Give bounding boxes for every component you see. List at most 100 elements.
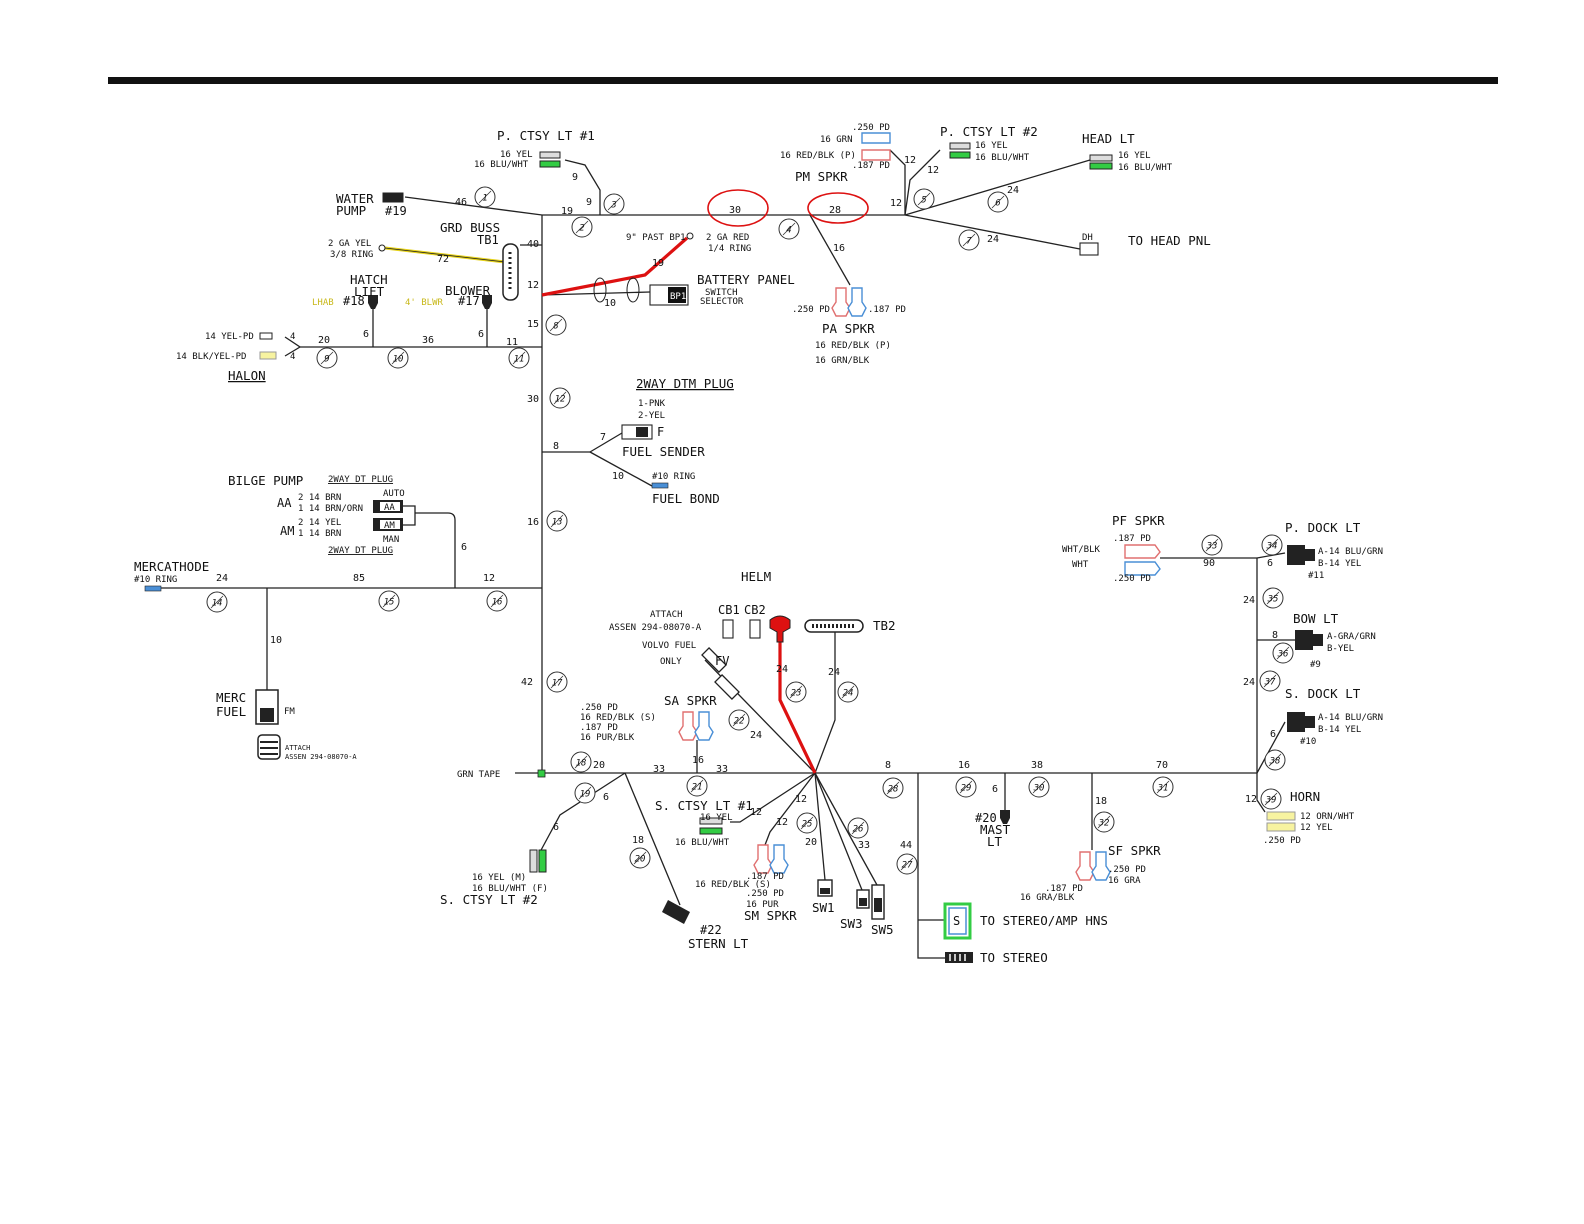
pa-spkr-terminal-blue-icon bbox=[847, 287, 867, 317]
stereo-amp-label: TO STEREO/AMP HNS bbox=[980, 913, 1108, 928]
bundle-tag: 2 bbox=[571, 216, 593, 238]
bundle-tag: 1 bbox=[474, 186, 496, 208]
pa-spkr-pd2: .187 PD bbox=[868, 305, 906, 315]
blower-title: BLOWER bbox=[445, 283, 491, 298]
bundle-tag-slash bbox=[841, 685, 855, 699]
sw3-label: SW3 bbox=[840, 916, 863, 931]
annotation-circle-28 bbox=[807, 192, 869, 224]
s-dock-lt-wire2: B-14 YEL bbox=[1318, 725, 1361, 735]
pm-spkr-terminal-blue-icon bbox=[861, 132, 891, 144]
seg-len: 24 bbox=[987, 234, 999, 245]
seg-len: 6 bbox=[461, 542, 467, 553]
seg-len: 12 bbox=[483, 573, 495, 584]
bundle-tag-slash bbox=[782, 222, 796, 236]
p-ctsy-lt-1-title: P. CTSY LT #1 bbox=[497, 128, 595, 143]
s-ctsy-lt-1-wire2: 16 BLU/WHT bbox=[675, 838, 730, 848]
wire-helm-sw5 bbox=[814, 772, 878, 886]
wire-helm-sw1 bbox=[814, 772, 826, 881]
bundle-tag-label: 19 bbox=[580, 790, 591, 800]
bilge-aa-w2: 1 14 BRN/ORN bbox=[298, 504, 363, 514]
p-dock-lt-title: P. DOCK LT bbox=[1285, 520, 1361, 535]
bundle-tag: 17 bbox=[546, 671, 568, 693]
bundle-tag-label: 22 bbox=[734, 717, 745, 727]
bilge-am-w1: 2 14 YEL bbox=[298, 518, 341, 528]
bundle-tag: 15 bbox=[378, 590, 400, 612]
helm-only: ONLY bbox=[660, 657, 682, 667]
bundle-tag-label: 3 bbox=[610, 201, 616, 211]
bundle-tag-label: 20 bbox=[635, 855, 646, 865]
p-dock-lt-connector-icon bbox=[1287, 545, 1315, 565]
p-ctsy-lt-2-title: P. CTSY LT #2 bbox=[940, 124, 1038, 139]
fv-connector-icon bbox=[701, 647, 727, 673]
bundle-tag: 22 bbox=[728, 709, 750, 731]
p-dock-lt-num: #11 bbox=[1308, 571, 1324, 581]
seg-len: 28 bbox=[829, 205, 841, 216]
wire-s-dock bbox=[1256, 721, 1286, 774]
merc-fuel-connector-inner bbox=[260, 708, 274, 722]
merc-fuel-code: FM bbox=[284, 707, 295, 717]
pa-spkr-terminal-pink-icon bbox=[831, 287, 851, 317]
bundle-tag: 10 bbox=[387, 347, 409, 369]
bilge-plug2-title: 2WAY DT PLUG bbox=[328, 546, 393, 556]
bundle-tag: 5 bbox=[913, 188, 935, 210]
bundle-tag-label: 30 bbox=[1033, 784, 1045, 794]
mercathode-ring: #10 RING bbox=[134, 575, 177, 585]
bundle-tag-label: 16 bbox=[492, 598, 503, 608]
helm-fv: FV bbox=[715, 654, 729, 668]
bundle-tag-slash bbox=[962, 233, 976, 247]
bundle-tag-label: 27 bbox=[902, 861, 913, 871]
bundle-tag-label: 32 bbox=[1098, 819, 1110, 829]
mercathode-terminal-icon bbox=[144, 585, 162, 592]
seg-len: 19 bbox=[652, 258, 664, 269]
bundle-tag: 31 bbox=[1152, 776, 1174, 798]
bow-lt-connector-icon bbox=[1295, 630, 1323, 650]
bundle-tag-label: 17 bbox=[552, 679, 563, 689]
wire-halon-fork bbox=[284, 336, 302, 357]
head-lt-terminal-icon bbox=[1089, 154, 1113, 162]
bilge-aa-box: AA bbox=[384, 503, 395, 513]
bundle-tag: 6 bbox=[987, 191, 1009, 213]
seg-len: 6 bbox=[553, 822, 559, 833]
past-bp1-wire: 2 GA RED bbox=[706, 233, 749, 243]
bundle-tag-label: 18 bbox=[576, 759, 587, 769]
wire-to-head-pnl bbox=[904, 214, 1086, 251]
seg-len: 16 bbox=[833, 243, 845, 254]
ctsy2-terminal-green-icon bbox=[949, 151, 971, 159]
hatch-lift-title2: LIFT bbox=[354, 284, 385, 299]
wire-to-head-lt bbox=[904, 159, 1091, 216]
seg-len: 20 bbox=[318, 335, 330, 346]
bundle-tag-slash bbox=[633, 851, 647, 865]
bilge-plug1-title: 2WAY DT PLUG bbox=[328, 475, 393, 485]
dtm-plug-pin1: 1-PNK bbox=[638, 399, 666, 409]
horn-title: HORN bbox=[1290, 789, 1320, 804]
seg-len: 40 bbox=[527, 239, 539, 250]
wire-ctsy1 bbox=[564, 159, 601, 215]
horn-wire1: 12 ORN/WHT bbox=[1300, 812, 1355, 822]
blower-code: 4' BLWR bbox=[405, 298, 444, 308]
bundle-tag-label: 37 bbox=[1264, 678, 1276, 688]
seg-len: 24 bbox=[750, 730, 762, 741]
bundle-tag: 27 bbox=[896, 853, 918, 875]
grd-buss-tb: TB1 bbox=[477, 233, 499, 247]
main-trunk-wires bbox=[160, 149, 1295, 959]
bundle-tag-slash bbox=[550, 514, 564, 528]
past-bp1-label: 9" PAST BP1 bbox=[626, 233, 686, 243]
seg-len: 12 bbox=[1245, 794, 1257, 805]
helm-title: HELM bbox=[741, 569, 771, 584]
head-lt-title: HEAD LT bbox=[1082, 131, 1135, 146]
seg-len: 12 bbox=[750, 807, 762, 818]
bundle-tag: 23 bbox=[785, 681, 807, 703]
wire-helm-tb2 bbox=[814, 632, 836, 774]
bundle-tag-slash bbox=[550, 675, 564, 689]
bow-lt-num: #9 bbox=[1310, 660, 1321, 670]
wire-helm-sm bbox=[764, 772, 816, 846]
battery-panel-box: BP1 bbox=[670, 292, 686, 302]
sf-spkr-title: SF SPKR bbox=[1108, 843, 1161, 858]
sctsy1-terminal-icon bbox=[699, 817, 723, 825]
stern-lt-title: STERN LT bbox=[688, 936, 749, 951]
dtm-plug-box: F bbox=[657, 425, 664, 439]
sm-spkr-pd2: .250 PD bbox=[746, 889, 784, 899]
merc-fuel-attach1: ATTACH bbox=[285, 744, 310, 752]
halon-terminal-2-icon bbox=[259, 351, 277, 360]
p-ctsy-lt-1-wire2: 16 BLU/WHT bbox=[474, 160, 529, 170]
